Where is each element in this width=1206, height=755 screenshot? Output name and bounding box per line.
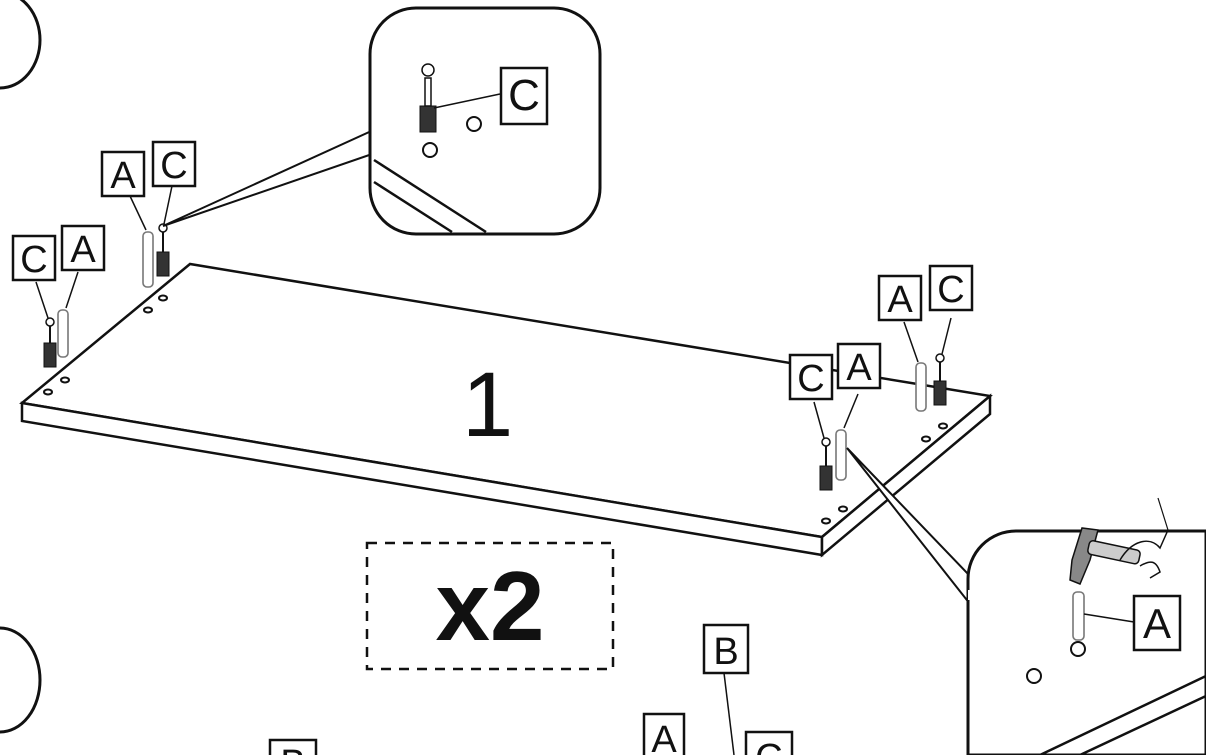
hand-icon xyxy=(1119,529,1169,579)
part-number: 1 xyxy=(462,354,513,456)
cam-bolt-c xyxy=(819,465,833,491)
label-a: A xyxy=(110,155,136,197)
bottom-partial-labels: B A C B xyxy=(268,623,794,755)
step-circle-bottom-partial xyxy=(0,626,42,734)
hardware-group-back-right xyxy=(903,317,952,412)
label-box-c xyxy=(499,66,549,126)
hardware-group-front-right xyxy=(813,393,859,491)
label-a: A xyxy=(70,229,96,271)
label-c: C xyxy=(508,71,540,120)
dowel-a xyxy=(142,231,154,288)
cam-bolt-c xyxy=(933,380,947,406)
label-box-b xyxy=(268,738,318,755)
label-box-a xyxy=(642,712,686,755)
label-box-a xyxy=(100,150,146,198)
label-box-a xyxy=(836,342,882,390)
label-box-c xyxy=(928,264,974,312)
label-box-a xyxy=(60,224,106,272)
label-c: C xyxy=(20,239,47,281)
label-boxes: A C C A A C C A xyxy=(11,140,974,401)
step-circle-top-partial xyxy=(0,0,42,90)
label-box-c xyxy=(744,730,794,755)
panel-holes xyxy=(43,294,948,525)
label-box-c xyxy=(788,353,834,401)
label-box-c xyxy=(151,140,197,188)
label-a: A xyxy=(1143,600,1171,647)
cam-bolt-c xyxy=(156,251,170,277)
label-c: C xyxy=(937,269,964,311)
label-a: A xyxy=(887,279,913,321)
dowel-a xyxy=(57,309,69,358)
label-box-c xyxy=(11,234,57,282)
quantity-frame xyxy=(365,541,615,671)
label-box-b xyxy=(702,623,750,675)
quantity-box: x2 xyxy=(365,541,615,671)
panel-1: 1 xyxy=(19,262,993,558)
dowel-a xyxy=(835,429,847,481)
cam-bolt-c xyxy=(43,342,57,368)
quantity-label: x2 xyxy=(435,551,544,661)
label-c: C xyxy=(755,737,782,755)
dowel-a xyxy=(1072,591,1085,641)
label-box-a xyxy=(877,274,923,322)
dowel-a xyxy=(915,362,927,412)
detail-callout-hammer: A xyxy=(846,447,1206,755)
hammer-icon xyxy=(1069,527,1141,585)
label-c: C xyxy=(797,358,824,400)
label-b: B xyxy=(713,631,738,673)
callout-frame xyxy=(966,529,1206,755)
hardware-group-front-left xyxy=(35,271,79,368)
panel-side-edge xyxy=(820,393,992,558)
hardware-group-back-left xyxy=(129,185,173,288)
detail-callout-cam-bolt: C xyxy=(162,6,602,236)
label-a: A xyxy=(651,719,677,755)
label-box-a xyxy=(1132,594,1182,652)
label-c: C xyxy=(160,145,187,187)
label-a: A xyxy=(846,347,872,389)
label-b: B xyxy=(280,743,305,755)
